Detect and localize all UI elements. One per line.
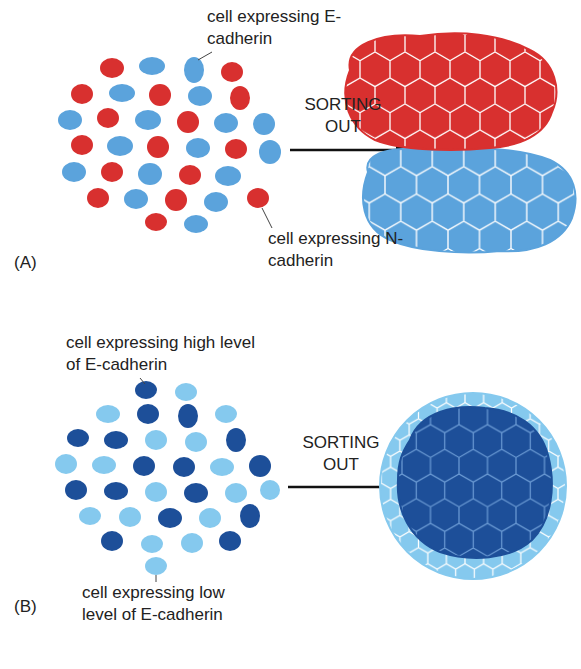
cell	[259, 140, 281, 164]
cell	[173, 457, 195, 477]
cell	[124, 189, 148, 209]
outer-layer	[380, 393, 566, 579]
cell	[178, 404, 198, 428]
leader-line	[156, 575, 157, 582]
leader-line	[262, 208, 272, 228]
cell	[67, 429, 89, 447]
cell	[184, 57, 204, 83]
cell-callout: cell expressing N-cadherin	[268, 228, 408, 272]
cell	[204, 192, 228, 212]
cell	[101, 531, 123, 551]
mixed-cells-b	[55, 381, 280, 575]
cell	[119, 507, 141, 527]
cell	[107, 136, 133, 156]
cell	[221, 62, 243, 82]
cell	[253, 113, 275, 135]
cell	[260, 480, 280, 500]
cell	[184, 215, 208, 233]
cell	[210, 458, 234, 476]
cell	[145, 213, 167, 231]
cell	[79, 507, 101, 525]
cell	[101, 162, 123, 182]
cell	[177, 111, 199, 133]
cell	[133, 456, 155, 476]
cell	[104, 482, 128, 500]
cell	[71, 84, 93, 104]
cell	[92, 456, 116, 474]
panel-letter: (B)	[14, 596, 64, 618]
leader-line	[140, 378, 145, 384]
cell	[230, 86, 250, 110]
cell	[181, 533, 203, 553]
cell	[71, 135, 93, 155]
cell	[97, 108, 119, 128]
cell	[55, 454, 77, 474]
inner-core	[398, 407, 552, 558]
cell-callout: cell expressing high level of E-cadherin	[66, 332, 266, 376]
leader-line	[198, 52, 212, 60]
cell	[158, 508, 182, 528]
cell	[145, 430, 167, 450]
cell	[188, 86, 212, 106]
cell	[87, 188, 109, 208]
cell	[147, 136, 169, 158]
cell	[145, 482, 167, 502]
cell	[141, 535, 163, 553]
cell	[219, 531, 241, 551]
cell	[145, 557, 167, 575]
cell-callout: cell expressing low level of E-cadherin	[82, 582, 254, 626]
cell	[215, 166, 241, 186]
cell	[135, 110, 161, 130]
cell	[179, 165, 201, 185]
cell	[240, 504, 260, 528]
cell	[225, 483, 247, 503]
cell	[104, 431, 128, 449]
cell	[185, 432, 207, 452]
arrow-shaft	[290, 149, 398, 152]
process-label: SORTING OUT	[298, 432, 384, 476]
process-label: SORTING OUT	[300, 94, 386, 138]
cell	[137, 404, 159, 424]
cell	[199, 508, 221, 528]
cell	[175, 383, 197, 401]
cell	[215, 405, 237, 423]
cell	[100, 58, 124, 78]
cell	[96, 405, 120, 423]
cell	[139, 57, 165, 75]
cell	[58, 110, 82, 130]
mixed-cells-a	[58, 57, 281, 233]
cell	[109, 84, 135, 102]
cell	[184, 483, 208, 503]
cell	[214, 113, 238, 133]
cell	[135, 381, 157, 399]
cell	[138, 163, 162, 185]
cell	[149, 84, 171, 106]
red-aggregate	[345, 33, 556, 150]
cell	[247, 188, 269, 208]
cell	[226, 428, 246, 452]
cell	[249, 455, 271, 477]
panel-letter: (A)	[14, 252, 64, 274]
cell	[186, 138, 210, 158]
cell	[225, 139, 247, 159]
cell	[65, 480, 87, 500]
cell	[165, 189, 187, 211]
cell-callout: cell expressing E-cadherin	[207, 6, 347, 50]
cell	[62, 162, 86, 182]
